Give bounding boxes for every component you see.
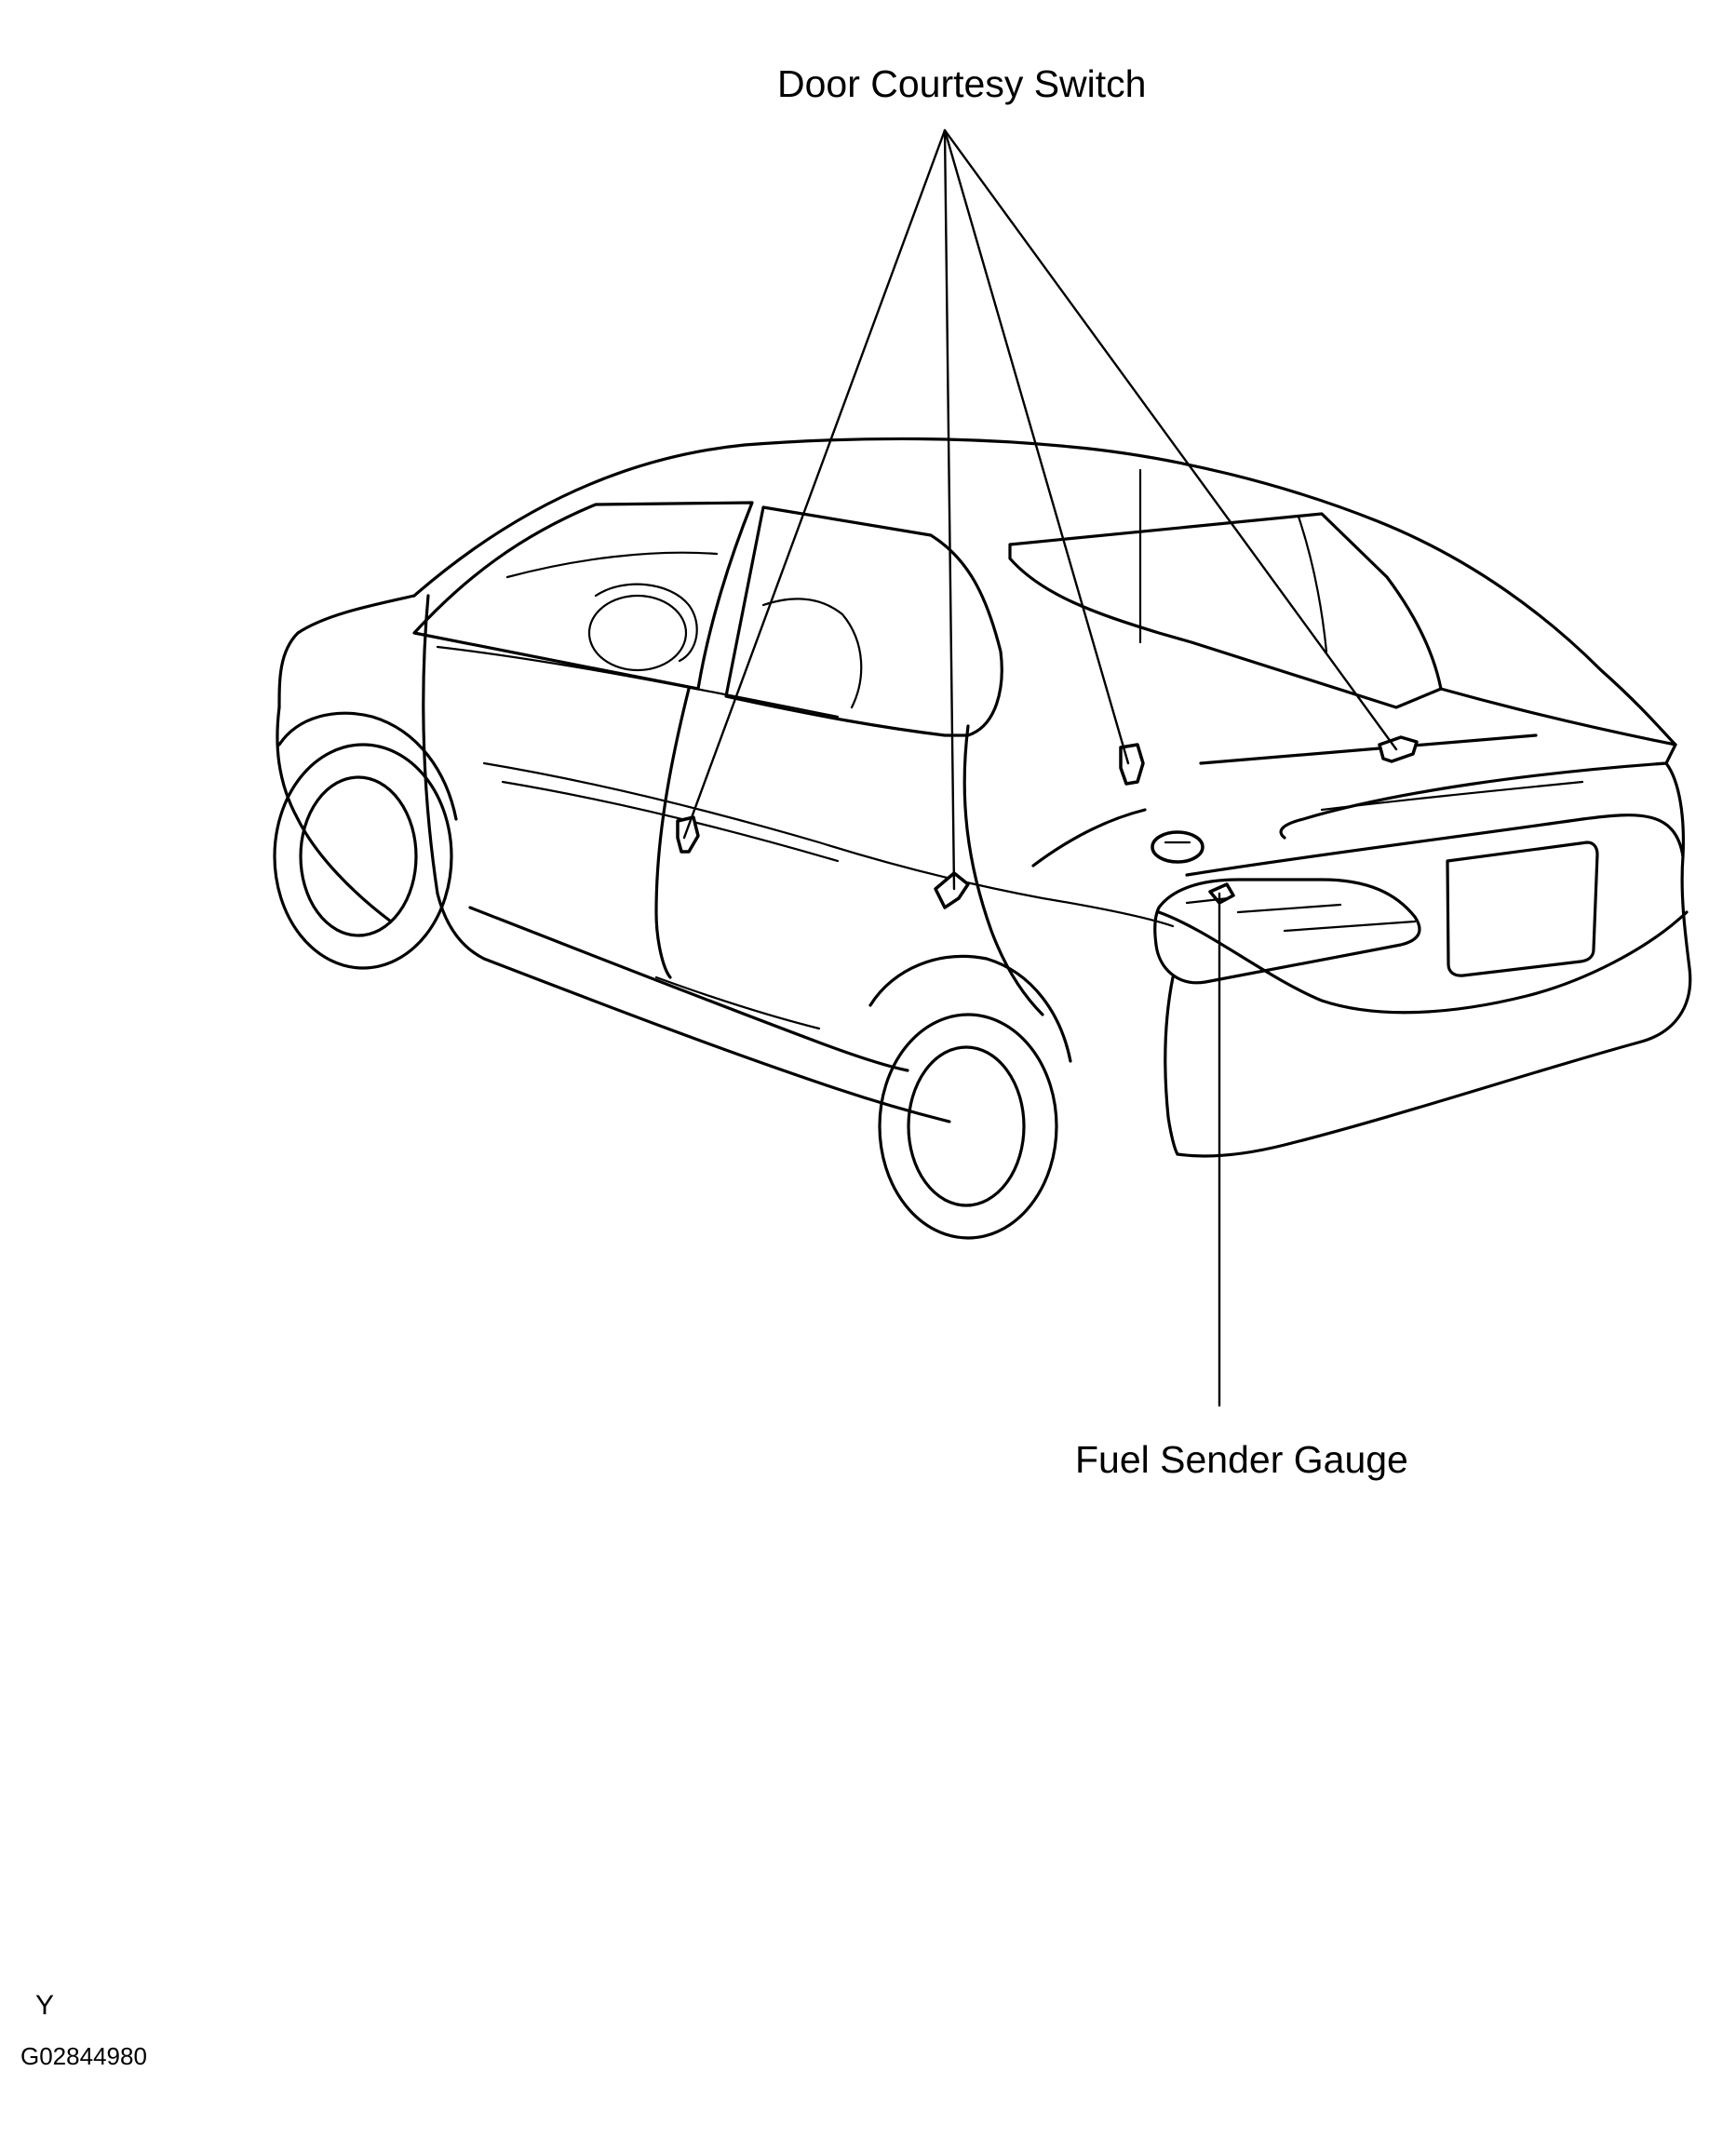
- door-courtesy-switch-markers: [676, 735, 1419, 909]
- fuel-sender-gauge-marker: [1185, 882, 1235, 905]
- figure-number: G02844980: [20, 2042, 147, 2070]
- front-door-switch: [676, 815, 700, 854]
- callout-leader-lines: [682, 128, 1398, 1407]
- door-courtesy-switch-label: Door Courtesy Switch: [777, 62, 1147, 105]
- rear-door-switch: [934, 871, 970, 909]
- view-code: Y: [35, 1990, 55, 2021]
- car-body-outline: [273, 437, 1692, 1240]
- fuel-sender-gauge-label: Fuel Sender Gauge: [1075, 1438, 1408, 1481]
- rear-left-door-switch: [1378, 735, 1419, 763]
